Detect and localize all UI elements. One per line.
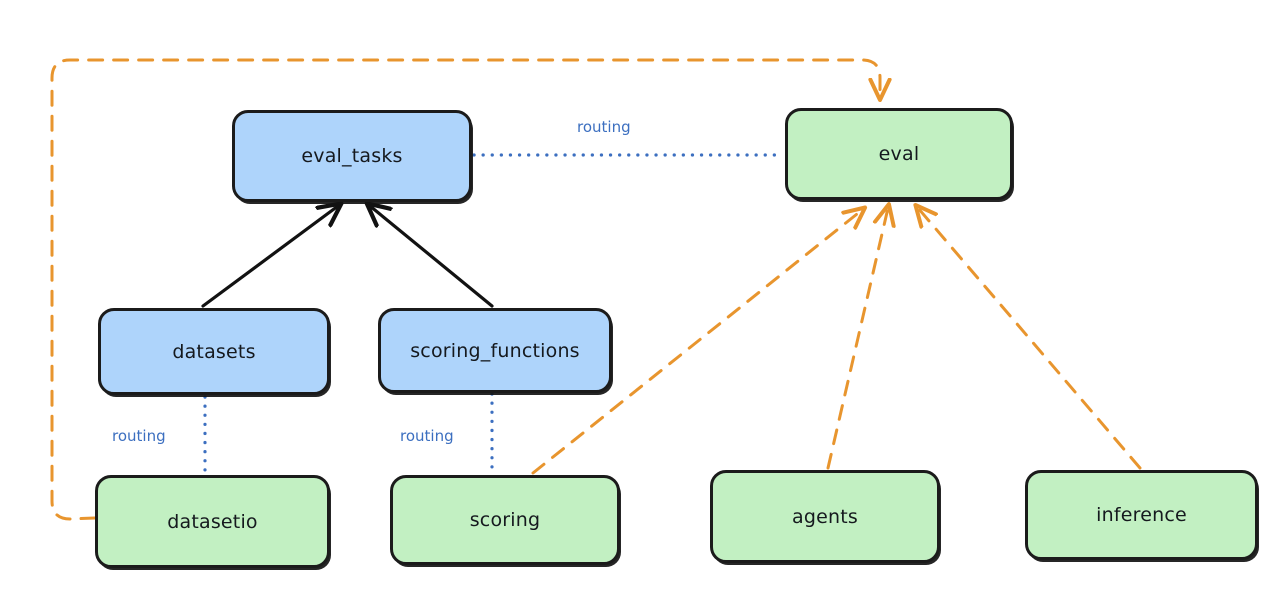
edge-label-routing-eval-tasks: routing <box>577 118 631 136</box>
node-eval[interactable]: eval <box>785 108 1013 200</box>
node-scoring-functions[interactable]: scoring_functions <box>378 308 612 393</box>
node-label-eval: eval <box>878 143 920 165</box>
edge-inference-eval <box>918 208 1142 470</box>
edge-agents-eval <box>826 208 888 470</box>
node-agents[interactable]: agents <box>710 470 940 563</box>
edge-scoring-functions-eval-tasks <box>370 206 494 308</box>
edge-label-routing-datasets: routing <box>112 427 166 445</box>
node-label-eval-tasks: eval_tasks <box>301 145 403 167</box>
node-eval-tasks[interactable]: eval_tasks <box>232 110 472 202</box>
node-label-datasetio: datasetio <box>167 510 258 533</box>
edge-label-routing-scoring-functions: routing <box>400 427 454 445</box>
node-scoring[interactable]: scoring <box>390 475 620 565</box>
edge-datasets-eval-tasks <box>201 206 338 308</box>
node-datasets[interactable]: datasets <box>98 308 330 395</box>
node-datasetio[interactable]: datasetio <box>95 475 330 568</box>
node-label-inference: inference <box>1096 504 1187 526</box>
node-inference[interactable]: inference <box>1025 470 1258 560</box>
node-label-agents: agents <box>792 505 858 528</box>
node-label-scoring-functions: scoring_functions <box>410 339 580 362</box>
node-label-datasets: datasets <box>172 340 256 363</box>
node-label-scoring: scoring <box>469 509 541 531</box>
